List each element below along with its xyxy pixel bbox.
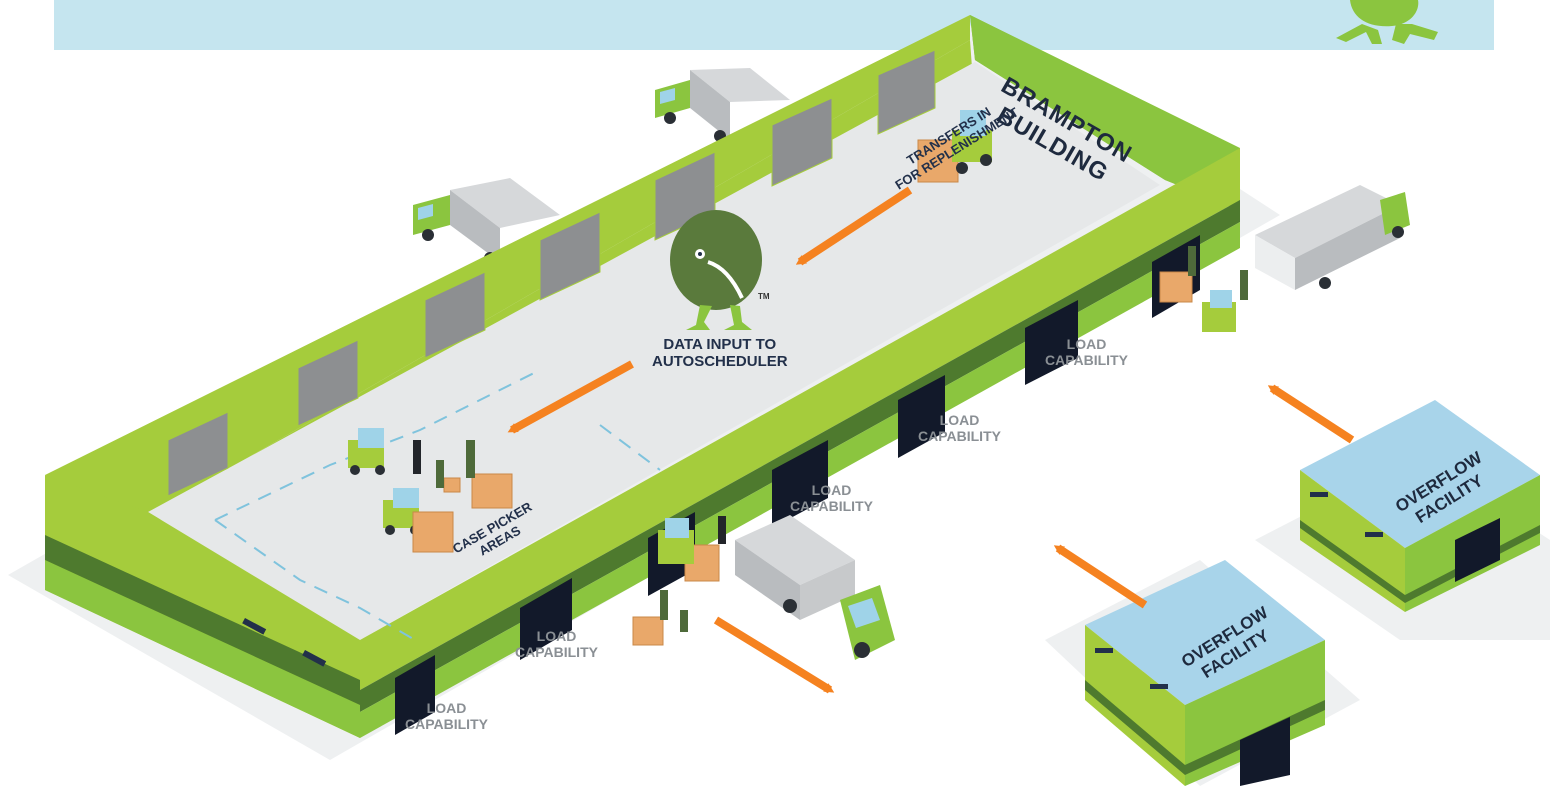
overflow-facility-1: [1085, 560, 1325, 786]
arrow-overflow-1: [1053, 544, 1148, 609]
brampton-building: [45, 15, 1240, 738]
workers: [413, 246, 1248, 632]
arrow-to-case-picker: [507, 360, 634, 434]
kiwi-feet-icon: [1336, 0, 1438, 44]
flow-arrows: [507, 186, 1355, 694]
arrow-outbound: [713, 616, 835, 694]
back-truck-1: [655, 68, 790, 142]
load-capability-label-3: LOAD CAPABILITY: [790, 482, 873, 514]
data-input-line1: DATA INPUT TO: [663, 336, 777, 353]
right-truck: [1255, 185, 1410, 290]
back-wall-doors: [167, 49, 936, 497]
load-line2: CAPABILITY: [405, 716, 488, 733]
load-line2: CAPABILITY: [790, 498, 873, 515]
wall-vents: [242, 618, 327, 667]
load-line2: CAPABILITY: [1045, 352, 1128, 369]
load-line1: LOAD: [939, 412, 980, 428]
load-capability-label-5: LOAD CAPABILITY: [1045, 336, 1128, 368]
load-line1: LOAD: [426, 700, 467, 716]
forklift-dock: [658, 518, 694, 564]
case-picker-zone-3: [599, 424, 661, 471]
top-banner: [54, 0, 1494, 50]
forklift-right: [1202, 290, 1236, 332]
load-line2: CAPABILITY: [515, 644, 598, 661]
trademark-label: TM: [758, 292, 770, 301]
load-line1: LOAD: [1066, 336, 1107, 352]
data-input-label: DATA INPUT TO AUTOSCHEDULER: [652, 336, 788, 371]
load-capability-label-1: LOAD CAPABILITY: [405, 700, 488, 732]
forklift-inside-1: [348, 428, 385, 475]
load-line1: LOAD: [811, 482, 852, 498]
load-capability-label-4: LOAD CAPABILITY: [918, 412, 1001, 444]
arrow-transfers-in: [795, 186, 913, 266]
case-picker-zone-2: [214, 519, 416, 641]
forklift-replenish: [952, 110, 992, 174]
load-capability-label-2: LOAD CAPABILITY: [515, 628, 598, 660]
load-line1: LOAD: [536, 628, 577, 644]
data-input-line2: AUTOSCHEDULER: [652, 353, 788, 371]
overflow-facility-2: [1300, 400, 1540, 612]
load-line2: CAPABILITY: [918, 428, 1001, 445]
front-truck: [735, 515, 895, 660]
kiwi-logo-icon: [670, 210, 762, 330]
arrow-overflow-2: [1267, 384, 1355, 444]
